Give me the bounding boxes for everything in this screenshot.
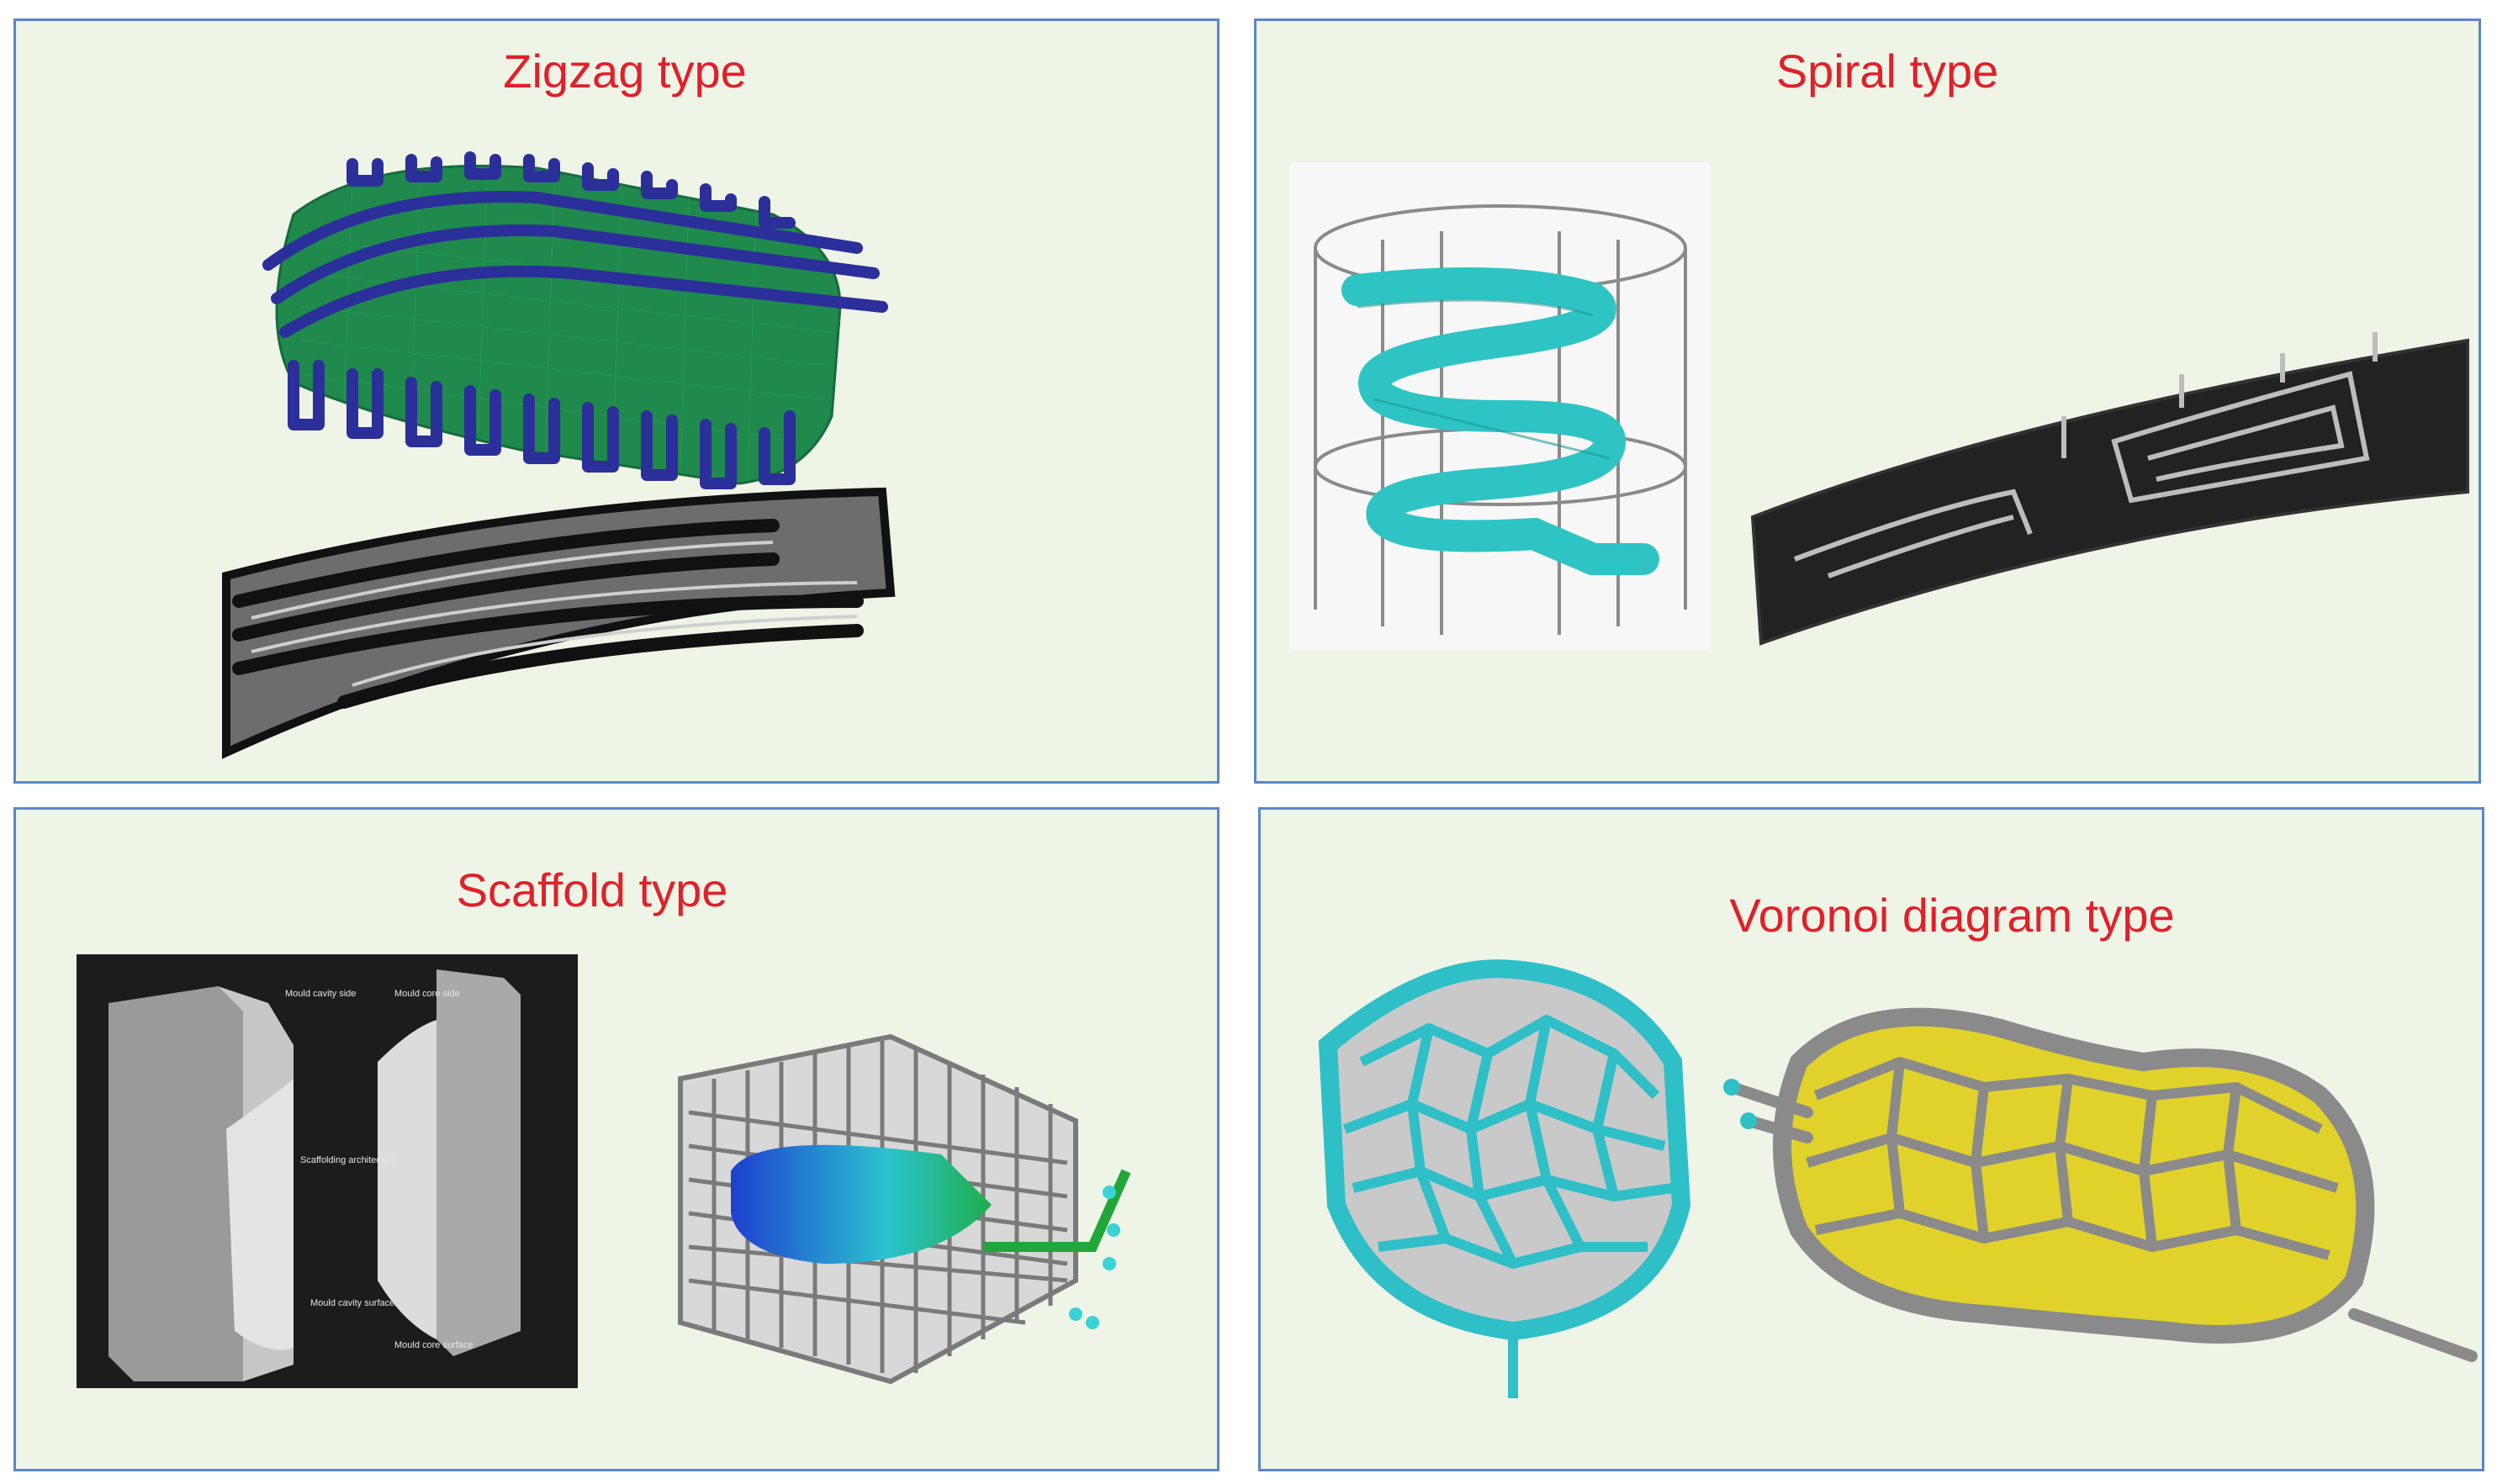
zigzag-mould-section bbox=[222, 487, 896, 759]
scaffold-mould-blocks bbox=[108, 969, 521, 1381]
zigzag-title: Zigzag type bbox=[503, 45, 747, 98]
mould-core-side-label: Mould core side bbox=[394, 989, 460, 999]
scaffold-title: Scaffold type bbox=[456, 863, 728, 916]
spiral-mould-section bbox=[1750, 332, 2469, 646]
mould-cavity-side-label: Mould cavity side bbox=[285, 989, 356, 999]
spiral-illustration bbox=[1290, 162, 2469, 650]
voronoi-dome bbox=[1318, 959, 1691, 1398]
mould-cavity-surface-label: Mould cavity surface bbox=[310, 1298, 394, 1308]
spiral-panel: Spiral type bbox=[1254, 18, 2481, 784]
scaffold-panel: Scaffold type Mould cavity side Mould co… bbox=[13, 807, 1219, 1471]
voronoi-title: Voronoi diagram type bbox=[1729, 889, 2175, 942]
scaffolding-architecture-label: Scaffolding architecture bbox=[300, 1155, 397, 1165]
spiral-title: Spiral type bbox=[1775, 45, 1999, 98]
spiral-cooling-channel bbox=[1341, 267, 1659, 575]
scaffold-lattice bbox=[678, 1033, 1131, 1385]
voronoi-panel: Voronoi diagram type bbox=[1258, 807, 2484, 1471]
scaffold-illustration: Mould cavity side Mould core side Scaffo… bbox=[77, 954, 1131, 1388]
zigzag-illustration bbox=[222, 151, 896, 759]
scaffold-channel-outlet bbox=[983, 1169, 1131, 1252]
scaffold-cavity-surface bbox=[731, 1144, 992, 1264]
mould-core-surface-label: Mould core surface bbox=[394, 1340, 473, 1350]
voronoi-peanut bbox=[1723, 1007, 2478, 1362]
zigzag-cooling-channels bbox=[262, 151, 888, 489]
zigzag-panel: Zigzag type bbox=[13, 18, 1219, 784]
voronoi-illustration bbox=[1318, 959, 2478, 1398]
